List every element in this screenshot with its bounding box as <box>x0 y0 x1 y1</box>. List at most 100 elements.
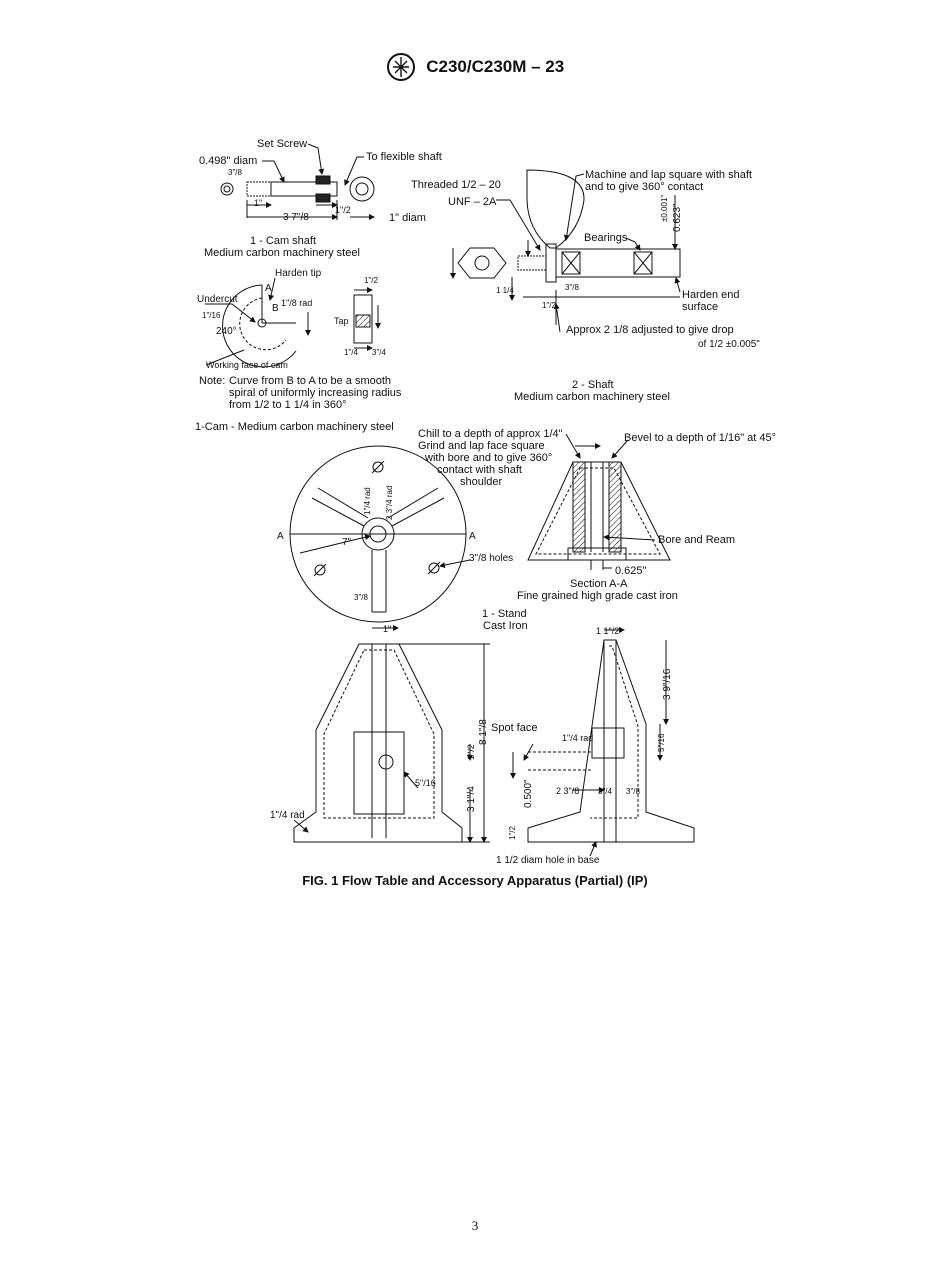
cam-drawing <box>205 277 381 368</box>
label-tap: Tap <box>334 316 349 326</box>
section-hatch-left <box>572 461 586 553</box>
threaded-end <box>246 181 272 197</box>
note-line-3: from 1/2 to 1 1/4 in 360° <box>229 399 347 411</box>
label-3-7-8: 3 7"/8 <box>283 212 309 223</box>
stand-rib-right <box>387 487 445 527</box>
cam-shaft-material: Medium carbon machinery steel <box>204 247 360 259</box>
label-cam-1-2: 1"/2 <box>364 276 379 285</box>
label-0625: 0.625" <box>615 565 647 577</box>
stand-front-hole <box>378 754 394 770</box>
cam-spiral <box>239 297 287 351</box>
page-number: 3 <box>471 1218 479 1233</box>
label-tolerance: ±0.001" <box>660 195 669 222</box>
label-240-deg: 240° <box>216 326 237 337</box>
label-cam-1-4: 1"/4 <box>344 348 359 357</box>
label-1-16: 1"/16 <box>202 311 221 320</box>
label-approx-drop: Approx 2 1/8 adjusted to give drop <box>566 324 734 336</box>
label-3-8: 3"/8 <box>228 168 243 177</box>
stand-rib-bottom <box>371 550 387 612</box>
collar <box>315 193 331 203</box>
label-point-b: B <box>272 303 279 314</box>
standard-designation: C230/C230M – 23 <box>426 57 565 76</box>
label-unf: UNF – 2A <box>448 196 497 208</box>
cam-shaft-drawing <box>220 143 375 220</box>
label-chill-2: Grind and lap face square <box>418 440 545 452</box>
hex-nut <box>457 247 507 279</box>
cam-profile <box>222 284 297 368</box>
bearing-1 <box>561 251 581 275</box>
label-harden-end-1: Harden end <box>682 289 740 301</box>
label-side-rad-quarter: 1"/4 rad <box>562 733 593 743</box>
label-of-half: of 1/2 ±0.005" <box>698 339 760 350</box>
label-3-8-holes: 3"/8 holes <box>469 553 513 564</box>
shaft-shoulder <box>545 243 557 283</box>
stand-side-spot-face <box>591 727 625 759</box>
figure-caption: FIG. 1 Flow Table and Accessory Apparatu… <box>302 873 648 888</box>
label-harden-end-2: surface <box>682 301 718 313</box>
set-screw <box>315 175 331 185</box>
stand-title: 1 - Stand <box>482 608 527 620</box>
stand-front-hub <box>353 731 405 815</box>
label-side-3-4: 3"/4 <box>598 787 613 796</box>
stand-top-view <box>289 445 471 631</box>
hole-top <box>372 461 384 473</box>
note-label: Note: <box>199 375 225 387</box>
label-bearings: Bearings <box>584 232 628 244</box>
cam-shaft-title: 1 - Cam shaft <box>250 235 316 247</box>
section-inner <box>535 467 661 555</box>
label-7-inch: 7" <box>342 537 352 548</box>
shaft-body <box>270 181 338 197</box>
stand-rib-left <box>311 487 369 527</box>
label-working-face: Working face of cam <box>206 360 288 370</box>
label-machine-lap-2: and to give 360° contact <box>585 181 703 193</box>
hole-left <box>314 564 326 576</box>
label-spot-face: Spot face <box>491 722 537 734</box>
shaft-title: 2 - Shaft <box>572 379 614 391</box>
stand-side-view <box>510 627 695 857</box>
label-side-1-2: 1"/2 <box>508 825 517 840</box>
label-a-left: A <box>277 531 284 542</box>
label-point-a: A <box>265 283 272 294</box>
label-3-1-4: 3 1"/4 <box>466 786 477 812</box>
threaded-section <box>517 255 547 271</box>
section-hatch-right <box>608 461 622 553</box>
label-undercut: Undercut <box>197 294 238 305</box>
flow-table-cone <box>526 169 585 249</box>
label-0623: 0.623" <box>672 203 683 232</box>
label-3-9-16: 3 9"/16 <box>662 668 673 700</box>
stand-material: Cast Iron <box>483 620 528 632</box>
label-side-1-1-2: 1 1"/2 <box>596 626 619 636</box>
hex-nut-hole <box>474 255 490 271</box>
label-1-2: 1"/2 <box>335 205 351 215</box>
label-rad-1-4: 1"/4 rad <box>363 487 372 515</box>
label-1-8-rad: 1"/8 rad <box>281 298 312 308</box>
note-line-2: spiral of uniformly increasing radius <box>229 387 402 399</box>
label-shaft-3-8: 3"/8 <box>565 283 580 292</box>
label-machine-lap-1: Machine and lap square with shaft <box>585 169 752 181</box>
flexible-shaft-inner <box>355 182 369 196</box>
section-base <box>567 547 627 561</box>
label-chill-5: shoulder <box>460 476 503 488</box>
label-stand-rad-quarter: 1"/4 rad <box>270 810 305 821</box>
label-a-right: A <box>469 531 476 542</box>
shaft-material: Medium carbon machinery steel <box>514 391 670 403</box>
label-stand-1-2: 1"/2 <box>466 744 476 760</box>
label-side-5-16: 5"/16 <box>657 733 666 752</box>
label-rad-2-3-4: 2 3"/4 rad <box>385 486 394 520</box>
label-chill-3: with bore and to give 360° <box>424 452 552 464</box>
label-threaded: Threaded 1/2 – 20 <box>411 179 501 191</box>
section-title: Section A-A <box>570 578 628 590</box>
label-1-inch-diam: 1" diam <box>389 212 426 224</box>
stand-front-outline <box>293 643 463 843</box>
cam-tap-hatch <box>355 314 371 328</box>
label-1-inch: 1" <box>254 198 262 208</box>
label-set-screw: Set Screw <box>257 138 307 150</box>
label-8-1-8: 8 1"/8 <box>478 719 489 745</box>
shaft-end-circle <box>220 182 234 196</box>
label-bevel: Bevel to a depth of 1/16" at 45° <box>624 432 776 444</box>
shaft-drawing <box>450 169 681 333</box>
label-2-3-8: 2 3"/8 <box>556 786 579 796</box>
cam-title: 1-Cam - Medium carbon machinery steel <box>195 421 394 433</box>
label-harden-tip: Harden tip <box>275 268 322 279</box>
stand-side-outline <box>527 639 695 843</box>
